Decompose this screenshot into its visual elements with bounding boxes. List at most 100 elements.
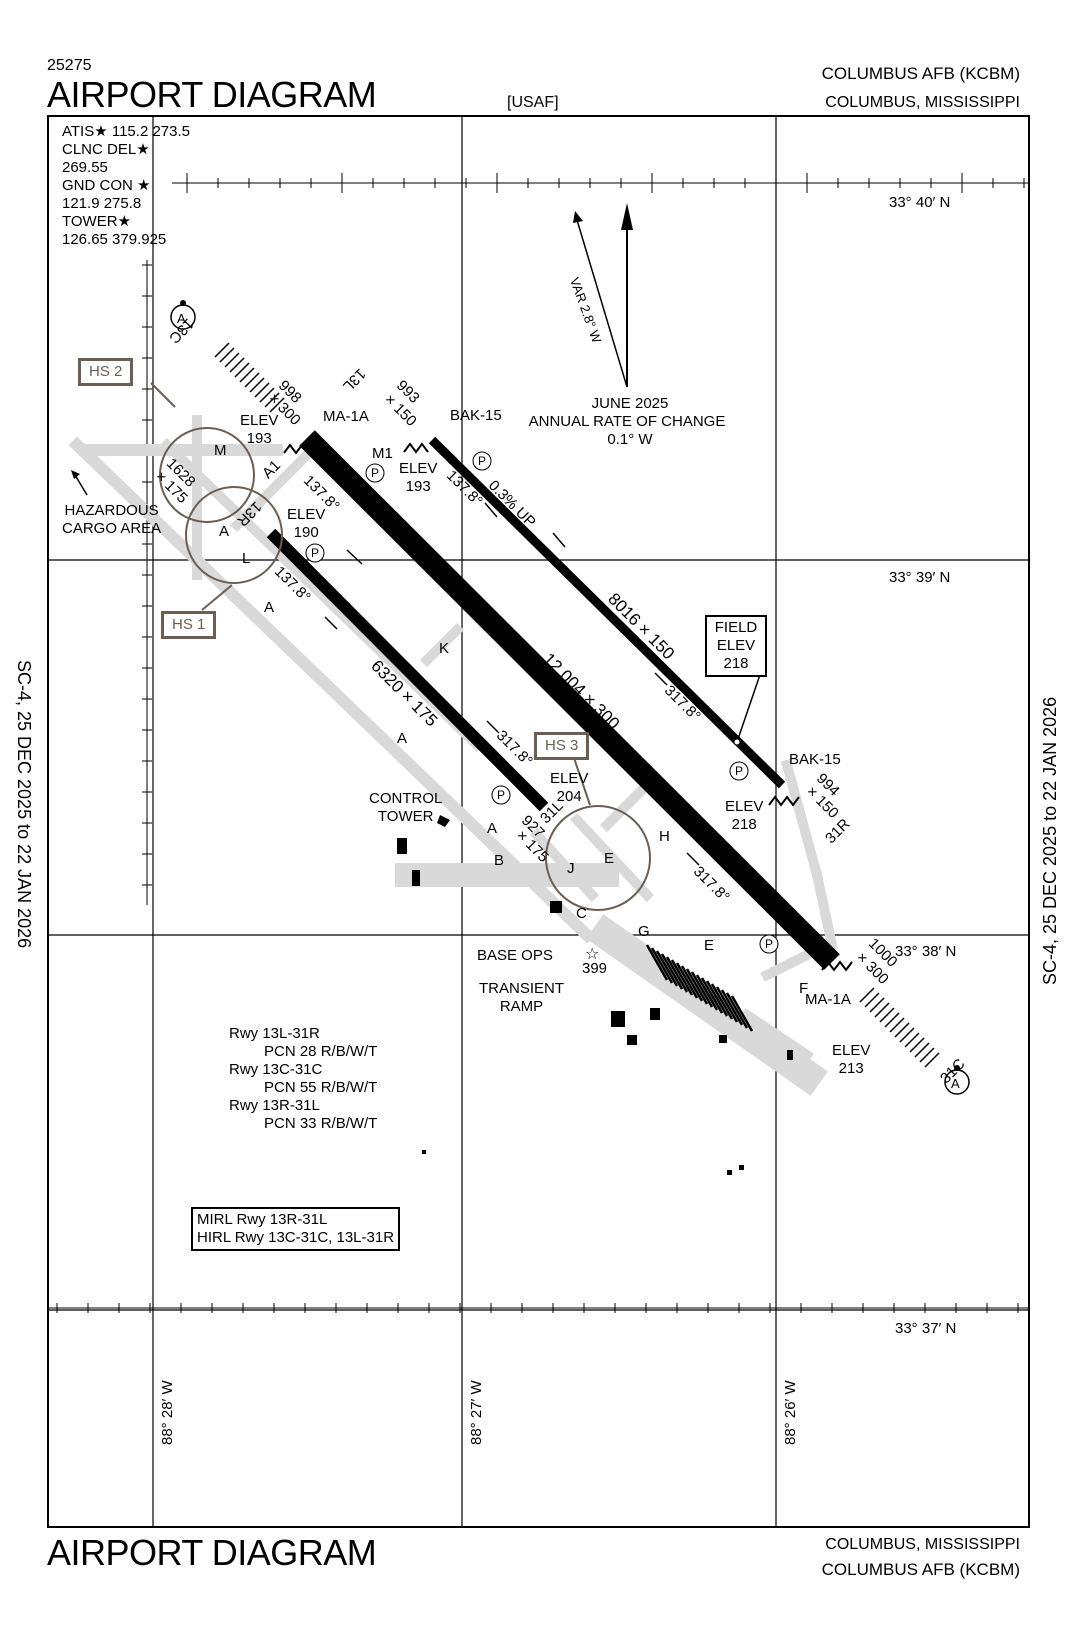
page-title: AIRPORT DIAGRAM	[47, 74, 377, 115]
taxiway-label-k: K	[439, 640, 450, 657]
tower-freq: 126.65 379.925	[62, 231, 167, 248]
field-elev-line1: FIELD	[714, 619, 758, 636]
tick-mark	[909, 1037, 925, 1053]
hotspot-2: HS 2	[78, 358, 134, 386]
tick-mark	[874, 1002, 890, 1018]
effective-dates-left: SC-4, 25 DEC 2025 to 22 JAN 2026	[14, 660, 34, 949]
tick-mark	[239, 367, 255, 383]
hs2-leader	[150, 382, 176, 408]
ramp-parking-stripe	[715, 986, 739, 1023]
ramp-parking-stripe	[645, 944, 669, 981]
runway-13r-31l	[266, 528, 549, 812]
field-elevation-box: FIELD ELEV 218	[705, 615, 767, 677]
elev-label: ELEV	[240, 412, 279, 429]
ramp-parking-stripe	[675, 962, 699, 999]
clnc-freq: 269.55	[62, 159, 108, 176]
ramp-parking-stripe	[655, 950, 679, 987]
p-marker	[759, 934, 779, 954]
taxiway-a1	[229, 437, 325, 533]
lighting-mirl: MIRL Rwy 13R-31L	[197, 1211, 328, 1228]
beacon-elevation: 399	[582, 960, 608, 977]
footer-title: AIRPORT DIAGRAM	[47, 1532, 377, 1573]
svg-text:P: P	[497, 788, 505, 802]
hotspot-2-label: HS 2	[89, 363, 123, 380]
magnetic-north-arrowhead	[573, 211, 583, 223]
taxiway-k	[419, 622, 465, 668]
atis-freq: 115.2 273.5	[111, 123, 190, 140]
tick-mark	[899, 1027, 915, 1043]
tick-mark	[244, 372, 260, 388]
buildings	[397, 815, 793, 1175]
taxiway-label-a2: A	[264, 599, 275, 616]
ramp-parking-stripe	[720, 989, 744, 1026]
hazardous-line2: CARGO AREA	[62, 520, 162, 537]
pcn-value-13l: PCN 28 R/B/W/T	[264, 1043, 378, 1060]
taxiway-label-a4: A	[487, 820, 498, 837]
elev-label: ELEV	[287, 506, 326, 523]
transient-line1: TRANSIENT	[479, 980, 565, 997]
lighting-hirl: HIRL Rwy 13C-31C, 13L-31R	[197, 1229, 395, 1246]
taxiway-label-m1: M1	[372, 445, 393, 462]
ramp-parking-stripe	[670, 959, 694, 996]
tick-mark	[884, 1012, 900, 1028]
tick-mark	[914, 1042, 930, 1058]
p-marker	[491, 785, 511, 805]
hotspot-circles	[150, 382, 651, 911]
frame-border	[47, 115, 1030, 1528]
runway-13c-31c	[299, 430, 840, 970]
taxiway-h	[599, 777, 655, 833]
svg-text:P: P	[735, 764, 743, 778]
pcn-rwy-13r: Rwy 13R-31L	[229, 1097, 320, 1114]
lon-28: 88° 28′ W	[159, 1380, 176, 1445]
ramp-parking-stripe	[710, 983, 734, 1020]
arresting-ma1a-top: MA-1A	[323, 408, 369, 425]
tick-mark	[864, 992, 880, 1008]
ramp-parking-stripe	[730, 995, 754, 1032]
airport-name: COLUMBUS AFB (KCBM)	[821, 64, 1020, 83]
a1-label-top: A	[177, 311, 186, 326]
elev-value: 190	[293, 524, 319, 541]
elev-value: 218	[731, 816, 757, 833]
star-icon: ★	[117, 213, 132, 230]
runways	[266, 430, 840, 970]
svg-text:P: P	[765, 937, 773, 951]
elev-value: 193	[246, 430, 272, 447]
lat-39: 33° 39′ N	[889, 569, 951, 586]
taxiway-label-f: F	[799, 980, 809, 997]
tick-mark	[214, 342, 230, 358]
hotspot-1-label: HS 1	[172, 616, 206, 633]
taxiway-label-h: H	[659, 828, 670, 845]
taxiway-a	[68, 436, 596, 944]
arresting-bak15-bottom: BAK-15	[789, 751, 841, 768]
hotspot-circle-3	[545, 805, 651, 911]
hotspot-1: HS 1	[161, 611, 217, 639]
tick-mark	[234, 362, 250, 378]
elev-value: 213	[838, 1060, 864, 1077]
arrest-bak15-bottom	[768, 795, 800, 807]
taxiway-label-l: L	[242, 550, 251, 567]
lighting-box: MIRL Rwy 13R-31L HIRL Rwy 13C-31C, 13L-3…	[191, 1207, 401, 1251]
tick-mark	[264, 392, 280, 408]
tick-mark	[889, 1017, 905, 1033]
taxiway-label-m: M	[214, 442, 227, 459]
taxiway-label-a3: A	[397, 730, 408, 747]
pcn-block: Rwy 13L-31R PCN 28 R/B/W/T Rwy 13C-31C P…	[229, 1025, 377, 1133]
variation-rate-label: ANNUAL RATE OF CHANGE	[528, 413, 726, 430]
tick-mark	[869, 997, 885, 1013]
true-north-arrowhead	[621, 203, 633, 230]
hotspot-3-label: HS 3	[545, 737, 579, 754]
field-elev-line2: ELEV	[716, 637, 756, 654]
tick-mark	[894, 1022, 910, 1038]
tick-mark	[919, 1047, 935, 1063]
magnetic-north-line	[576, 219, 628, 388]
elev-label: ELEV	[832, 1042, 871, 1059]
control-line2: TOWER	[377, 808, 434, 825]
tick-mark	[879, 1007, 895, 1023]
tick-mark	[224, 352, 240, 368]
ramp-g	[586, 914, 828, 1096]
ramp-parking-stripe	[685, 968, 709, 1005]
svg-text:P: P	[478, 454, 486, 468]
agency-label: [USAF]	[507, 94, 559, 111]
svg-text:P: P	[371, 466, 379, 480]
